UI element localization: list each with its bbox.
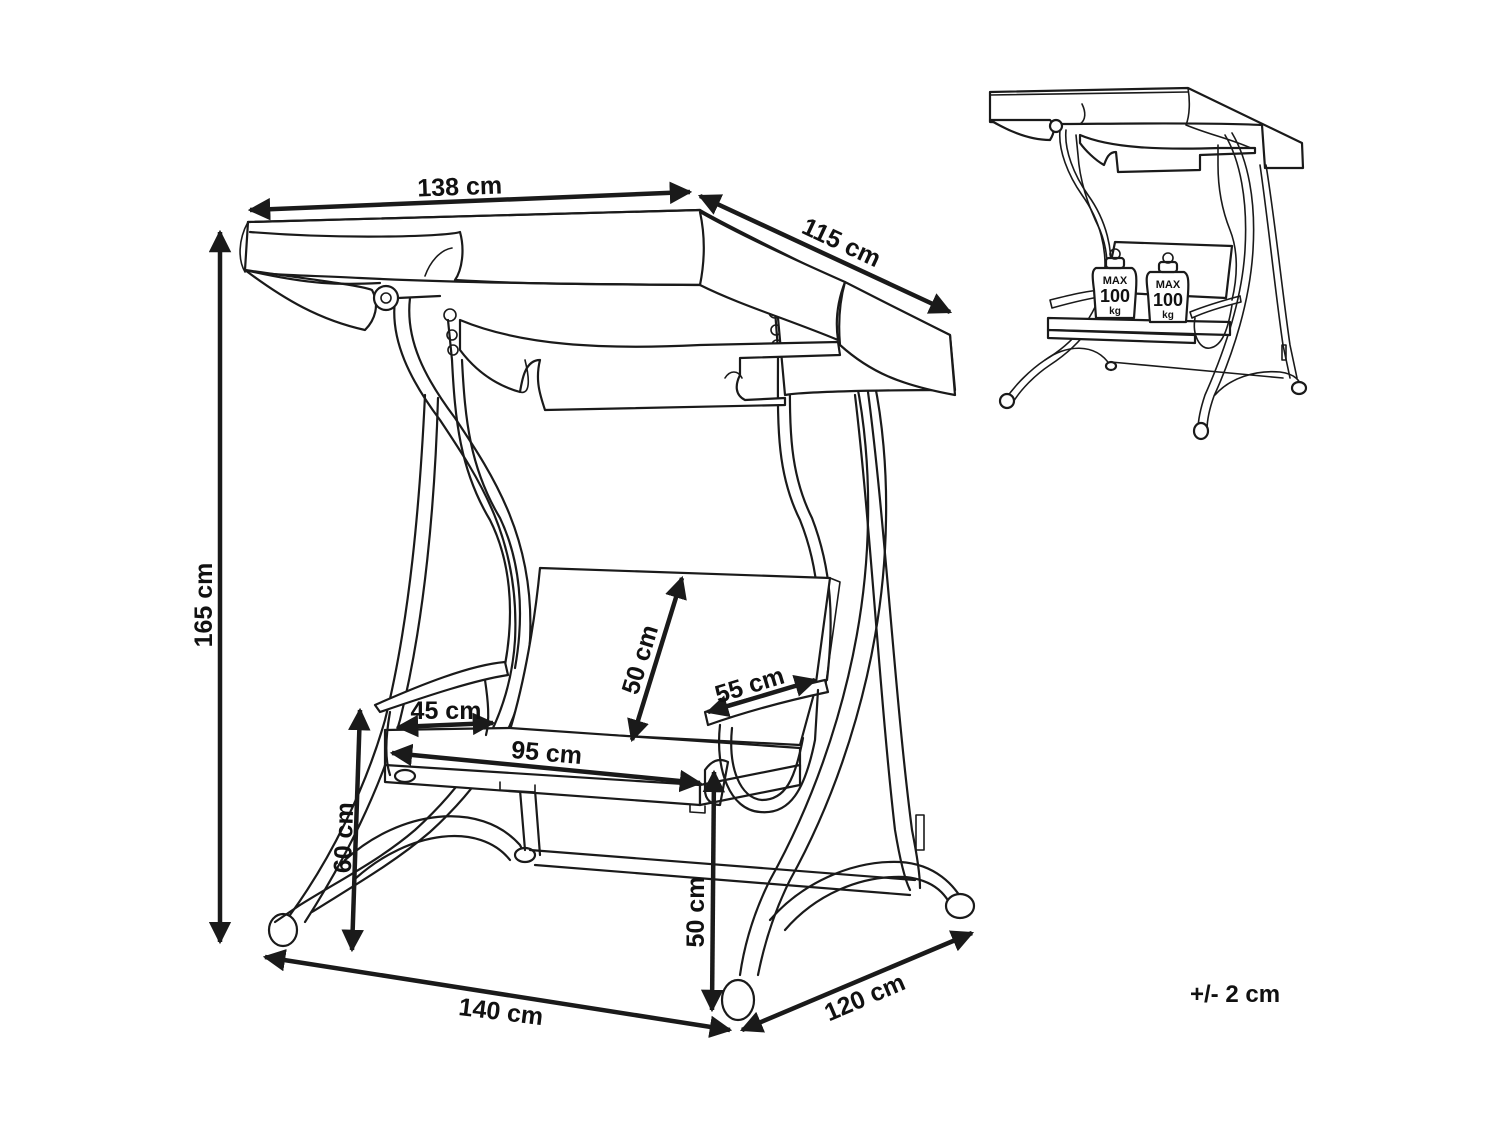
label-total-height: 165 cm: [190, 563, 218, 648]
dimension-lines: [208, 181, 975, 1038]
main-swing-drawing: [239, 208, 976, 1022]
thumbnail-swing-drawing: [988, 86, 1308, 441]
label-armrest-height: 60 cm: [329, 802, 359, 874]
dim-line-seat-width: [389, 743, 703, 793]
dim-line-backrest-height: [627, 575, 687, 743]
weight-unit: kg: [1109, 306, 1121, 317]
label-seat-width: 95 cm: [510, 736, 583, 770]
weight-value: 100: [1153, 290, 1183, 310]
weight-value: 100: [1100, 286, 1130, 306]
label-canopy-width: 138 cm: [417, 172, 503, 203]
dim-line-base-depth: [739, 930, 975, 1033]
weight-unit: kg: [1162, 310, 1174, 321]
dim-line-canopy-depth: [697, 193, 953, 315]
dim-line-canopy-width: [247, 181, 693, 221]
weight-max-label: MAX: [1156, 279, 1181, 291]
tolerance-note: +/- 2 cm: [1190, 981, 1280, 1008]
weight-badge-right: MAX 100 kg: [1145, 252, 1190, 324]
dim-line-armrest-height: [341, 707, 371, 953]
weight-badge-left: MAX 100 kg: [1091, 248, 1138, 320]
weight-max-label: MAX: [1103, 275, 1128, 287]
dim-line-armrest-length: [705, 675, 818, 717]
dim-line-seat-height: [700, 769, 726, 1013]
dim-line-base-width: [262, 949, 733, 1038]
label-seat-height: 50 cm: [682, 877, 710, 948]
label-seat-depth: 45 cm: [411, 697, 482, 725]
dim-line-seat-depth: [395, 712, 496, 738]
